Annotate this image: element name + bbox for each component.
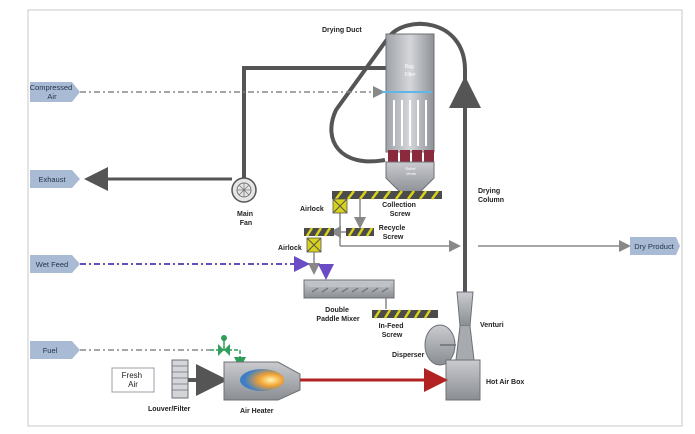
bag-filter-label: Bag Filter [404, 64, 415, 78]
svg-text:Compressed Air: Compressed Air [30, 83, 75, 101]
feed-screw-upper [304, 227, 334, 237]
main-fan [231, 177, 257, 203]
svg-text:Exhaust: Exhaust [38, 175, 66, 184]
tag-fuel: Fuel [30, 341, 80, 359]
louver-filter [171, 359, 189, 399]
louver-filter-label: Louver/Filter [148, 406, 191, 413]
drying-duct-label: Drying Duct [322, 27, 362, 34]
drying-column-label: Drying Column [478, 188, 504, 204]
tag-wet-feed: Wet Feed [30, 255, 80, 273]
heater-flame [240, 369, 284, 391]
collection-screw-label: Collection Screw [382, 202, 418, 218]
filter-bags [393, 100, 427, 146]
tag-compressed-air: Compressed Air [30, 82, 80, 102]
airlock-upper [332, 198, 348, 214]
fresh-air-box: Fresh Air [111, 367, 155, 393]
main-fan-label: Main Fan [237, 211, 255, 227]
relief-vents-label: Relief Vents [405, 166, 416, 176]
recycle-screw-label: Recycle Screw [379, 225, 407, 241]
air-heater [223, 361, 301, 401]
fresh-air-label: Fresh Air [122, 371, 145, 389]
svg-text:Fuel: Fuel [43, 346, 58, 355]
relief-vents [388, 150, 434, 162]
collection-screw [332, 190, 442, 200]
double-paddle-mixer-label: Double Paddle Mixer [316, 307, 359, 323]
diagram-frame [27, 9, 683, 427]
airlock-lower-label: Airlock [278, 245, 302, 252]
venturi-label: Venturi [480, 322, 504, 329]
double-paddle-mixer [303, 279, 395, 299]
disperser-label: Disperser [392, 352, 425, 359]
venturi [456, 291, 474, 327]
exhaust-duct [242, 66, 388, 180]
svg-text:Wet Feed: Wet Feed [36, 260, 68, 269]
tag-exhaust: Exhaust [30, 170, 80, 188]
hot-air-box [445, 359, 481, 401]
airlock-lower [306, 237, 322, 253]
tag-dry-product: Dry Product [630, 237, 680, 255]
hot-air-box-label: Hot Air Box [486, 379, 524, 386]
air-heater-label: Air Heater [240, 408, 274, 415]
recycle-screw [346, 227, 374, 237]
airlock-upper-label: Airlock [300, 206, 324, 213]
disperser [424, 324, 456, 366]
infeed-screw [372, 309, 438, 319]
infeed-screw-label: In-Feed Screw [379, 323, 406, 339]
svg-text:Dry Product: Dry Product [634, 242, 675, 251]
bag-filter: Bag Filter Relief Vents [382, 33, 435, 195]
fuel-valve [218, 335, 230, 356]
